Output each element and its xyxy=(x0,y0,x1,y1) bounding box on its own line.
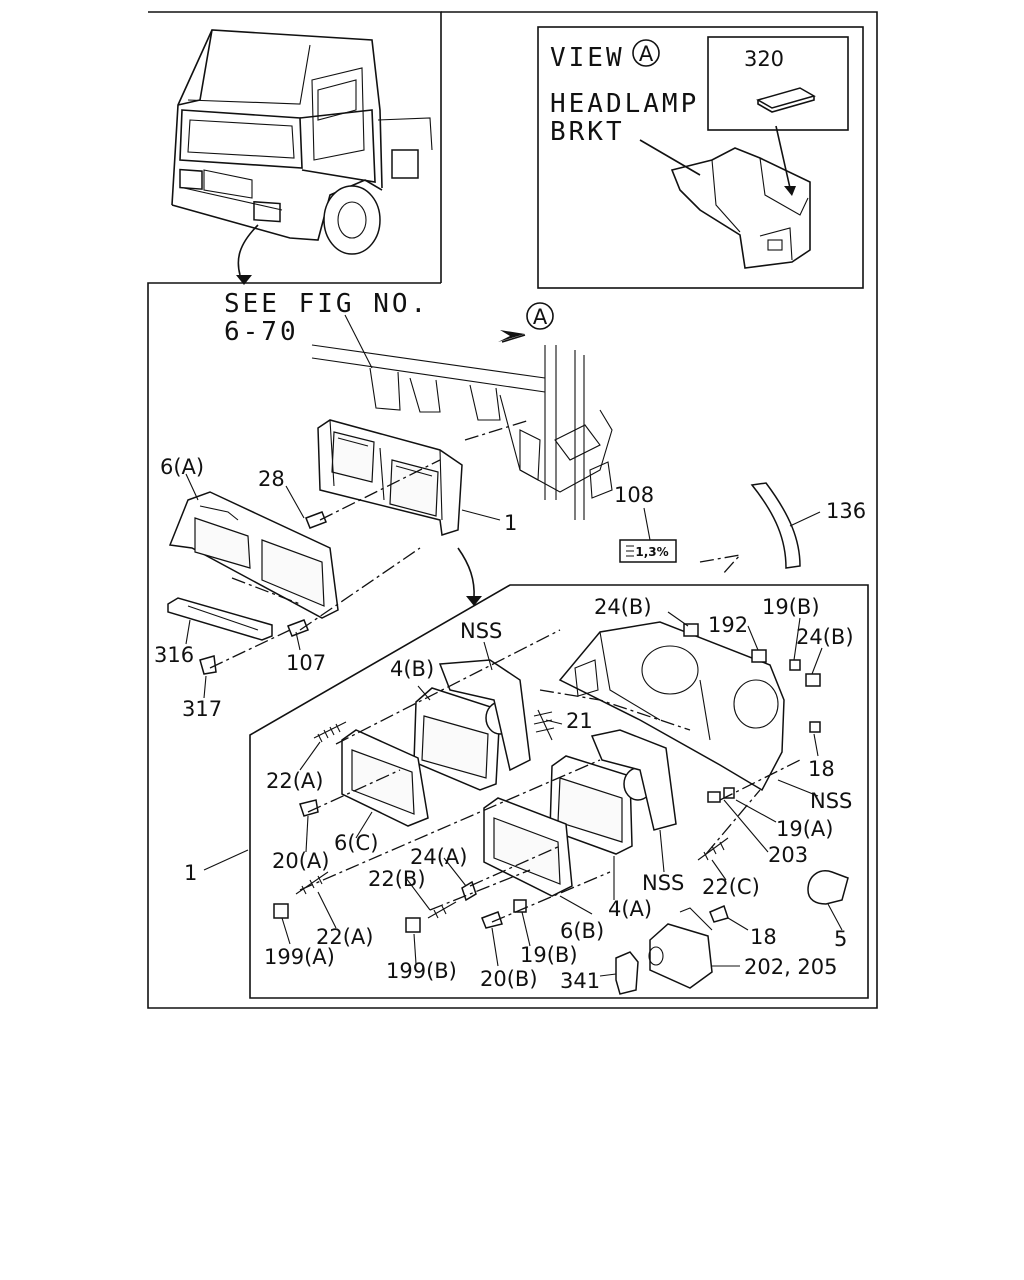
nut-199A xyxy=(273,903,289,919)
adjuster-screw-22B xyxy=(427,901,457,919)
bracket-316 xyxy=(167,597,273,641)
screw-18-lower xyxy=(709,904,729,923)
adjuster-screw-22C xyxy=(697,837,729,861)
see-fig-label: SEE FIG NO. xyxy=(224,289,429,319)
nut-199B xyxy=(405,917,421,933)
callout-192: 192 xyxy=(708,613,748,637)
headlamp-housing-assembly xyxy=(317,419,463,536)
callout-316: 316 xyxy=(154,643,194,667)
callout-107: 107 xyxy=(286,651,326,675)
view-a-title: VIEW xyxy=(550,43,625,73)
callout-136: 136 xyxy=(826,499,866,523)
headlamp-bezel-6B xyxy=(483,797,573,897)
headlamp-heading: HEADLAMP xyxy=(550,89,699,119)
callout-6C: 6(C) xyxy=(334,831,378,855)
callout-6B: 6(B) xyxy=(560,919,604,943)
adjuster-screw-22A-upper xyxy=(313,721,347,743)
screw-107 xyxy=(287,619,309,637)
callout-6A: 6(A) xyxy=(160,455,204,479)
screw-20B xyxy=(481,911,503,929)
exploded-assembly-frame xyxy=(249,584,869,999)
callout-NSS-top: NSS xyxy=(460,619,502,643)
view-a-marker-circle xyxy=(632,39,660,67)
clips-right xyxy=(683,623,821,803)
part-320-pad xyxy=(756,87,816,113)
leveling-motor-202-205 xyxy=(648,907,713,989)
screw-28 xyxy=(305,511,327,529)
brkt-heading: BRKT xyxy=(550,117,625,147)
callout-28: 28 xyxy=(258,467,285,491)
callout-20B: 20(B) xyxy=(480,967,538,991)
callout-199B: 199(B) xyxy=(386,959,457,983)
adjuster-screw-21 xyxy=(533,709,555,741)
screw-20A xyxy=(299,799,319,817)
callout-19B-lower: 19(B) xyxy=(520,943,578,967)
callout-5: 5 xyxy=(834,927,847,951)
view-a-marker: A xyxy=(639,42,654,66)
callout-22A-lower: 22(A) xyxy=(316,925,373,949)
ref-marker-circle xyxy=(526,302,554,330)
headlamp-unit-4A xyxy=(549,729,677,855)
callout-24A: 24(A) xyxy=(410,845,467,869)
headlamp-bezel-6A xyxy=(168,491,339,619)
view-a-frame xyxy=(537,26,864,289)
callout-341: 341 xyxy=(560,969,600,993)
ref-view-marker: A xyxy=(533,305,548,329)
headlamp-bracket-drawing xyxy=(639,125,811,269)
callout-18-right: 18 xyxy=(808,757,835,781)
callout-317: 317 xyxy=(182,697,222,721)
callout-1-top: 1 xyxy=(504,511,517,535)
callout-NSS-mid: NSS xyxy=(642,871,684,895)
callout-19B-top: 19(B) xyxy=(762,595,820,619)
part-320-label: 320 xyxy=(744,47,784,71)
callout-18-lower: 18 xyxy=(750,925,777,949)
trim-strip-136 xyxy=(750,482,801,569)
headlamp-mounting-frame xyxy=(558,621,785,792)
fig-number-label: 6-70 xyxy=(224,317,299,347)
label-108: 1,3% xyxy=(619,539,677,563)
callout-21: 21 xyxy=(566,709,593,733)
callout-203: 203 xyxy=(768,843,808,867)
callout-4A: 4(A) xyxy=(608,897,652,921)
callout-24B-top: 24(B) xyxy=(594,595,652,619)
callout-22A-upper: 22(A) xyxy=(266,769,323,793)
screw-317 xyxy=(199,655,217,675)
connector-341 xyxy=(615,951,639,995)
callout-19A: 19(A) xyxy=(776,817,833,841)
callout-NSS-right: NSS xyxy=(810,789,852,813)
callout-24B-right: 24(B) xyxy=(796,625,854,649)
explode-arrow xyxy=(457,547,482,606)
view-arrow xyxy=(498,330,526,343)
callout-4B: 4(B) xyxy=(390,657,434,681)
frame-rail-drawing xyxy=(311,314,613,520)
callout-22B: 22(B) xyxy=(368,867,426,891)
callout-199A: 199(A) xyxy=(264,945,335,969)
callout-20A: 20(A) xyxy=(272,849,329,873)
headlamp-unit-4B xyxy=(413,659,531,791)
callout-202-205: 202, 205 xyxy=(744,955,838,979)
callout-22C: 22(C) xyxy=(702,875,760,899)
truck-illustration xyxy=(171,29,433,285)
truck-inset-frame xyxy=(148,11,442,283)
bulb-5 xyxy=(807,870,849,905)
label-108-text: 1,3% xyxy=(635,545,668,559)
main-frame xyxy=(147,11,878,1009)
callout-1-left: 1 xyxy=(184,861,197,885)
callout-108: 108 xyxy=(614,483,654,507)
headlamp-bezel-6C xyxy=(341,729,429,827)
adjuster-screw-22A-lower xyxy=(295,871,329,895)
